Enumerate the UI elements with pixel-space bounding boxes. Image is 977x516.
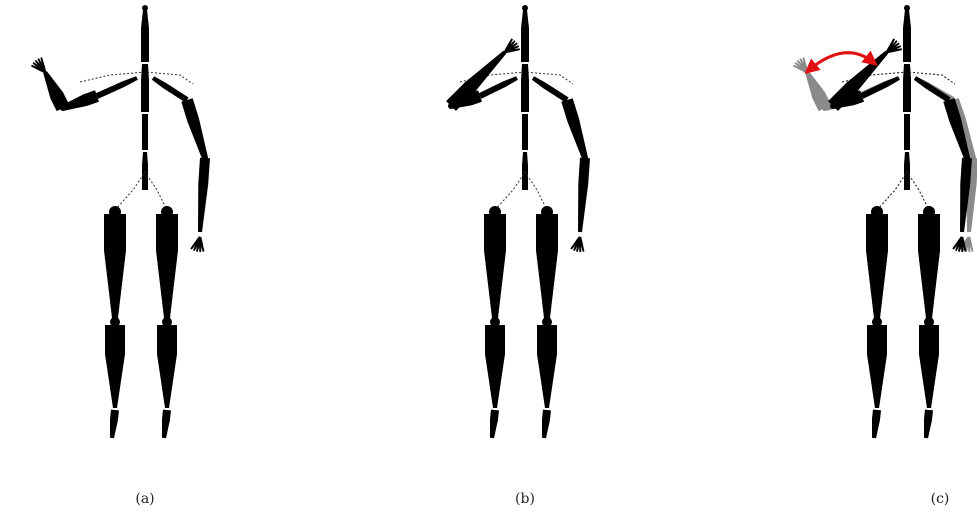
- right-upper-arm: [181, 98, 208, 159]
- right-foot: [924, 410, 933, 439]
- left-hand: [886, 38, 902, 53]
- spine-mid: [904, 114, 910, 150]
- panel-b-figure: [446, 5, 590, 438]
- left-thigh: [484, 214, 506, 318]
- spine-upper: [903, 64, 911, 112]
- spine-mid: [142, 114, 148, 150]
- left-thigh: [866, 214, 888, 318]
- right-thigh: [536, 214, 558, 318]
- right-collar: [914, 76, 951, 102]
- right-shin: [157, 325, 177, 408]
- right-thigh: [918, 214, 940, 318]
- spine-mid: [522, 114, 528, 150]
- left-upper-arm: [62, 90, 99, 111]
- spine-lower: [522, 152, 528, 190]
- left-shin: [485, 325, 505, 408]
- right-forearm: [198, 158, 210, 232]
- left-thigh: [104, 214, 126, 318]
- left-hand: [793, 57, 808, 73]
- right-foot: [162, 410, 171, 439]
- right-thigh: [156, 214, 178, 318]
- right-forearm: [578, 158, 590, 232]
- panel-c-caption: (c): [920, 491, 960, 507]
- left-hand: [504, 38, 520, 53]
- panel-a-figure: [31, 5, 210, 438]
- left-forearm: [43, 71, 69, 111]
- left-hand: [31, 57, 46, 73]
- left-shin: [867, 325, 887, 408]
- neck-bone: [141, 10, 149, 62]
- right-hand: [952, 236, 966, 252]
- left-forearm: [805, 71, 831, 111]
- right-collar: [532, 76, 569, 102]
- left-collar: [96, 76, 138, 99]
- left-foot: [490, 410, 499, 439]
- right-shin: [537, 325, 557, 408]
- panel-b-caption: (b): [505, 491, 545, 507]
- spine-lower: [904, 152, 910, 190]
- right-foot: [542, 410, 551, 439]
- right-collar: [152, 76, 189, 102]
- panel-a-caption: (a): [125, 491, 165, 507]
- spine-upper: [141, 64, 149, 112]
- pelvis-line: [115, 172, 167, 210]
- right-upper-arm: [561, 98, 588, 159]
- right-shin: [919, 325, 939, 408]
- neck-bone: [521, 10, 529, 62]
- left-foot: [110, 410, 119, 439]
- pelvis-line: [877, 172, 929, 210]
- spine-upper: [521, 64, 529, 112]
- right-hand: [190, 236, 204, 252]
- right-hand: [570, 236, 584, 252]
- pelvis-line: [495, 172, 547, 210]
- rotation-arrow: [809, 53, 873, 70]
- panel-c-figure: [793, 5, 977, 438]
- spine-lower: [142, 152, 148, 190]
- neck-bone: [903, 10, 911, 62]
- left-shin: [105, 325, 125, 408]
- left-foot: [872, 410, 881, 439]
